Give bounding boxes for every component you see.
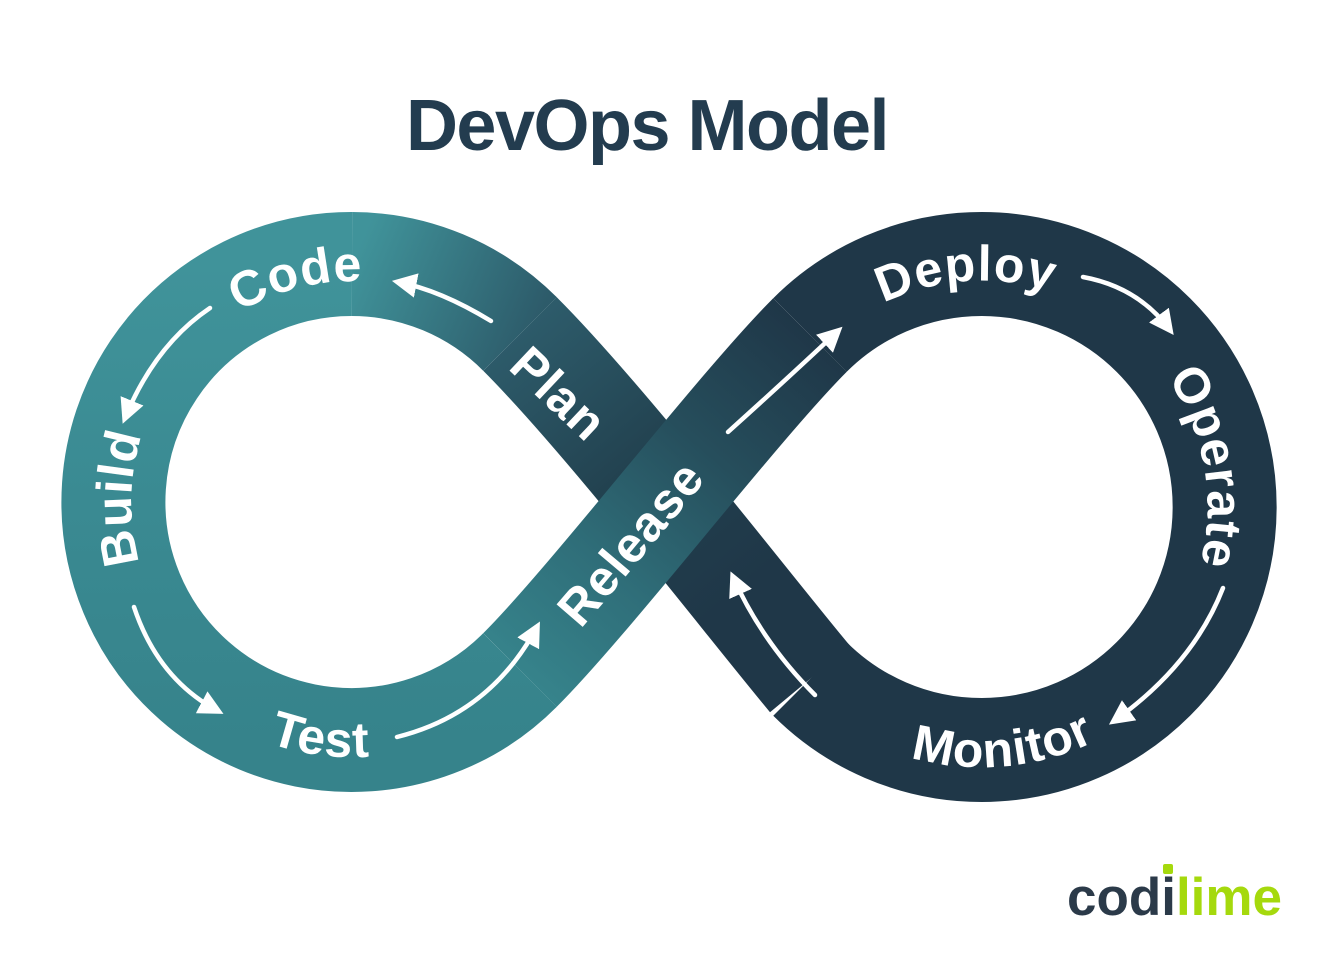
arrow-deploy-to-operate bbox=[1080, 274, 1174, 335]
stage-label-build: Build bbox=[86, 424, 152, 572]
arrow-release-to-deploy bbox=[725, 326, 843, 435]
right-loop-ribbon bbox=[773, 212, 1277, 802]
left-loop-ribbon-top bbox=[350, 212, 557, 372]
arrow-code-to-build bbox=[120, 305, 213, 424]
arrow-monitor-to-plan bbox=[729, 571, 818, 698]
left-loop-ribbon bbox=[61, 211, 557, 792]
svg-text:codilime: codilime bbox=[1067, 868, 1282, 927]
codilime-logo: codilime bbox=[1067, 864, 1282, 927]
logo-i-dot bbox=[1163, 864, 1173, 874]
arrow-test-to-release bbox=[394, 621, 540, 740]
release-ribbon-segment bbox=[482, 298, 848, 707]
logo-text-lime: lime bbox=[1176, 868, 1282, 927]
page-title: DevOps Model bbox=[406, 86, 888, 166]
arrow-build-to-test bbox=[131, 604, 224, 714]
arrow-plan-to-code bbox=[391, 273, 494, 324]
arrow-operate-to-monitor bbox=[1108, 585, 1226, 725]
logo-text-codi: codi bbox=[1067, 868, 1176, 927]
